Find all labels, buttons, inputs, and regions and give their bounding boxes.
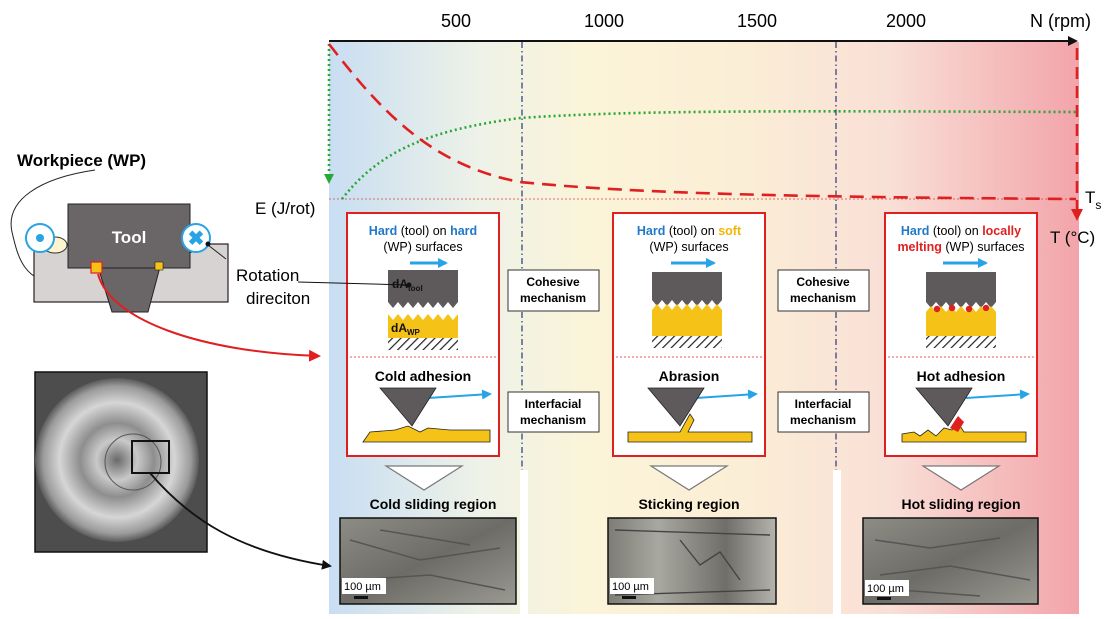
temperature-axis-label: T (°C) [1050,228,1095,247]
fixed-base [652,336,722,348]
chip-surface [627,413,753,443]
panel3-heading-1: Hard (tool) on locally [901,224,1021,238]
panel-abrasion: Hard (tool) on soft (WP) surfaces Abrasi… [612,212,766,457]
workpiece-leader [10,169,96,285]
rotation-leader [207,244,227,260]
region-label-hot: Hot sliding region [902,496,1021,512]
rotation-label-1: Rotation [236,266,299,285]
micrograph-hot-scale: 100 µm [867,583,904,595]
workpiece-asperity-block [652,304,722,336]
tick-label-1500: 1500 [737,11,777,31]
tool-asperity-block [388,270,458,308]
tool-label: Tool [112,228,147,247]
region-gap [833,470,841,614]
micrograph-sticking: 100 µm [607,517,777,605]
indenter-tip [647,387,705,427]
workpiece-label: Workpiece (WP) [17,151,146,170]
cut-direction-arrow [965,389,1030,400]
tick-label-2000: 2000 [886,11,926,31]
fixed-base [388,338,458,350]
micrograph-cold-scale: 100 µm [344,581,381,593]
region-label-sticking: Sticking region [638,496,739,512]
indenter-tip [379,387,437,427]
rotation-symbol-in [181,223,211,253]
tool-asperity-block [652,272,722,306]
rpm-axis-label: N (rpm) [1030,11,1091,31]
interfacial-mechanism-box-2: Interfacial mechanism [777,391,870,433]
contact-zone-highlight [90,261,103,274]
rotation-to-panel-leader [297,281,410,286]
region-gap [520,470,528,614]
fixed-base [926,336,996,348]
workpiece-asperity-block [388,314,458,338]
melt-spot [982,304,990,312]
energy-axis-label: E (J/rot) [255,199,315,218]
zoom-arrow-red [97,273,321,362]
cut-direction-arrow [427,389,492,400]
leader-dot [205,241,211,247]
workpiece-asperity-block [926,306,996,336]
adhered-surface [901,419,1027,443]
tool-photo-ring [104,433,162,491]
panel-hot-adhesion: Hard (tool) on locally melting (WP) surf… [884,212,1038,457]
tool-shoulder [67,203,191,269]
panel3-title: Hot adhesion [917,368,1006,384]
contact-zone [154,261,164,271]
panel2-heading-2: (WP) surfaces [649,240,728,254]
ts-label: Ts [1085,188,1101,212]
tool-pin [97,266,161,313]
cohesive-mechanism-box-2: Cohesive mechanism [777,269,870,312]
wp-area-label: dAWP [391,321,421,337]
interfacial-mechanism-box-1: Interfacial mechanism [507,391,600,433]
micrograph-sticking-scale: 100 µm [612,581,649,593]
down-arrow-2 [648,465,730,491]
temperature-curve [327,43,1077,201]
deformed-surface [362,425,491,443]
tick-label-500: 500 [441,11,471,31]
svg-text:Interfacial: Interfacial [795,397,852,411]
panel3-heading-2: melting (WP) surfaces [897,240,1024,254]
tool-area-label: dAtool [392,277,423,293]
tool-asperity-block [926,272,996,308]
tool-photo-disc [35,378,199,542]
svg-text:Cohesive: Cohesive [796,275,850,289]
cohesive-mechanism-box-1: Cohesive mechanism [507,269,600,312]
down-arrow-1 [383,465,465,491]
panel1-heading-2: (WP) surfaces [383,240,462,254]
svg-text:Interfacial: Interfacial [525,397,582,411]
svg-text:Cohesive: Cohesive [526,275,580,289]
tick-label-1000: 1000 [584,11,624,31]
svg-text:mechanism: mechanism [790,291,856,305]
melt-zone [950,416,964,432]
svg-text:mechanism: mechanism [790,413,856,427]
panel-cold-adhesion: Hard (tool) on hard (WP) surfaces dAtool… [297,212,500,457]
rotation-cross-icon: ✖ [188,228,205,250]
panel2-heading-1: Hard (tool) on soft [637,224,742,238]
micrograph-cold: 100 µm [339,517,517,605]
zoom-arrow-black [149,472,332,570]
indenter-tip [915,387,973,427]
panel2-title: Abrasion [659,368,720,384]
rotation-dot [36,234,44,242]
energy-curve [340,110,1079,200]
svg-text:mechanism: mechanism [520,413,586,427]
melt-spot [948,304,956,312]
panel1-heading-1: Hard (tool) on hard [369,224,477,238]
panel1-title: Cold adhesion [375,368,471,384]
region-label-cold: Cold sliding region [370,496,497,512]
cut-direction-arrow [695,389,758,400]
melt-spot [933,305,941,313]
down-arrow-3 [920,465,1002,491]
rotation-label-2: direciton [246,289,310,308]
svg-text:mechanism: mechanism [520,291,586,305]
micrograph-hot: 100 µm [862,517,1039,605]
melt-spot [965,305,973,313]
